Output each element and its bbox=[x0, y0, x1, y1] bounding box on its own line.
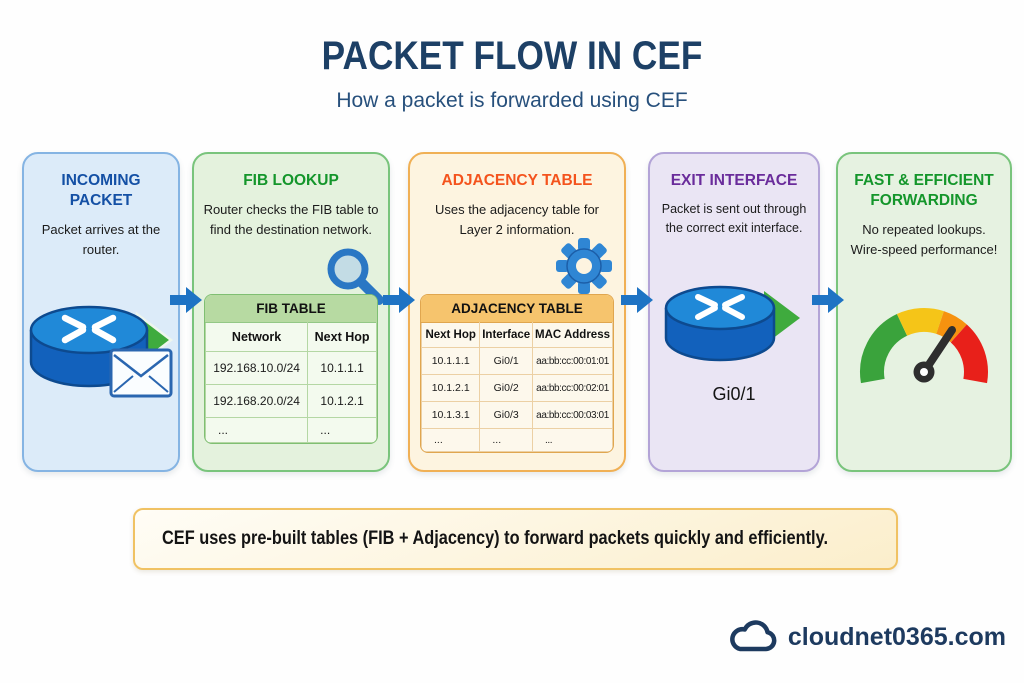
panel-exit-interface: EXIT INTERFACE Packet is sent out throug… bbox=[648, 152, 820, 472]
table-cell: Gi0/1 bbox=[479, 347, 534, 375]
table-cell: Gi0/3 bbox=[479, 401, 534, 429]
flow-arrow-icon bbox=[170, 287, 202, 313]
envelope-icon bbox=[109, 348, 173, 398]
note-text: CEF uses pre-built tables (FIB + Adjacen… bbox=[162, 528, 829, 549]
panel-description: Router checks the FIB table to find the … bbox=[203, 202, 379, 237]
brand-name: cloudnet0365.com bbox=[787, 622, 1006, 651]
panel-fib-lookup: FIB LOOKUP Router checks the FIB table t… bbox=[192, 152, 390, 472]
panel-description: No repeated lookups. Wire-speed performa… bbox=[850, 222, 998, 257]
table-row: ......... bbox=[421, 428, 613, 452]
table-cell: 10.1.2.1 bbox=[421, 374, 481, 402]
panel-description: Uses the adjacency table for Layer 2 inf… bbox=[434, 202, 600, 237]
column-header: Next Hop bbox=[421, 322, 481, 348]
router-icon bbox=[29, 305, 174, 398]
table-cell: ... bbox=[532, 428, 613, 452]
router-icon bbox=[664, 285, 800, 362]
flow-arrow-icon bbox=[621, 287, 653, 313]
table-cell: ... bbox=[421, 428, 481, 452]
router-body bbox=[664, 285, 776, 362]
table-cell: ... bbox=[205, 417, 309, 443]
column-header: Next Hop bbox=[307, 322, 377, 352]
table-cell: 10.1.1.1 bbox=[307, 351, 377, 385]
table-title: FIB TABLE bbox=[205, 295, 377, 322]
table-cell: 10.1.1.1 bbox=[421, 347, 481, 375]
panel-description: Packet arrives at the router. bbox=[41, 222, 161, 257]
panel-title: EXIT INTERFACE bbox=[670, 172, 798, 189]
table-cell: ... bbox=[307, 417, 377, 443]
column-header: Network bbox=[205, 322, 309, 352]
table-cell: 192.168.20.0/24 bbox=[205, 384, 309, 418]
table-title: ADJACENCY TABLE bbox=[421, 295, 613, 322]
table-cell: aa:bb:cc:00:02:01 bbox=[532, 374, 613, 402]
brand-footer: cloudnet0365.com bbox=[728, 620, 1006, 654]
router-arrows-glyph bbox=[61, 314, 117, 344]
cloud-icon bbox=[729, 620, 777, 652]
table-cell: ... bbox=[479, 428, 534, 452]
router-arrows-glyph bbox=[695, 294, 745, 320]
exit-interface-label: Gi0/1 bbox=[712, 384, 756, 404]
speedometer-icon bbox=[860, 307, 988, 384]
table-row: ...... bbox=[205, 417, 377, 443]
table-cell: 10.1.3.1 bbox=[421, 401, 481, 429]
panel-title: INCOMING PACKET bbox=[61, 172, 141, 210]
table-cell: 192.168.10.0/24 bbox=[205, 351, 309, 385]
column-header: MAC Address bbox=[532, 322, 613, 348]
column-header: Interface bbox=[479, 322, 534, 348]
panel-adjacency-table: ADJACENCY TABLE Uses the adjacency table… bbox=[408, 152, 626, 472]
panel-title: ADJACENCY TABLE bbox=[441, 172, 593, 189]
table-cell: 10.1.2.1 bbox=[307, 384, 377, 418]
panel-incoming-packet: INCOMING PACKET Packet arrives at the ro… bbox=[22, 152, 180, 472]
note-banner: CEF uses pre-built tables (FIB + Adjacen… bbox=[133, 508, 898, 570]
flow-arrow-icon bbox=[383, 287, 415, 313]
panel-fast-forwarding: FAST & EFFICIENT FORWARDING No repeated … bbox=[836, 152, 1012, 472]
gear-icon bbox=[556, 238, 612, 294]
table-cell: aa:bb:cc:00:01:01 bbox=[532, 347, 613, 375]
panel-title: FAST & EFFICIENT FORWARDING bbox=[854, 172, 994, 210]
table-cell: aa:bb:cc:00:03:01 bbox=[532, 401, 613, 429]
panel-description: Packet is sent out through the correct e… bbox=[661, 202, 807, 235]
table-cell: Gi0/2 bbox=[479, 374, 534, 402]
panel-title: FIB LOOKUP bbox=[243, 172, 339, 189]
flow-arrow-icon bbox=[812, 287, 844, 313]
page-title: PACKET FLOW IN CEF bbox=[321, 34, 703, 78]
page-subtitle: How a packet is forwarded using CEF bbox=[336, 89, 688, 112]
